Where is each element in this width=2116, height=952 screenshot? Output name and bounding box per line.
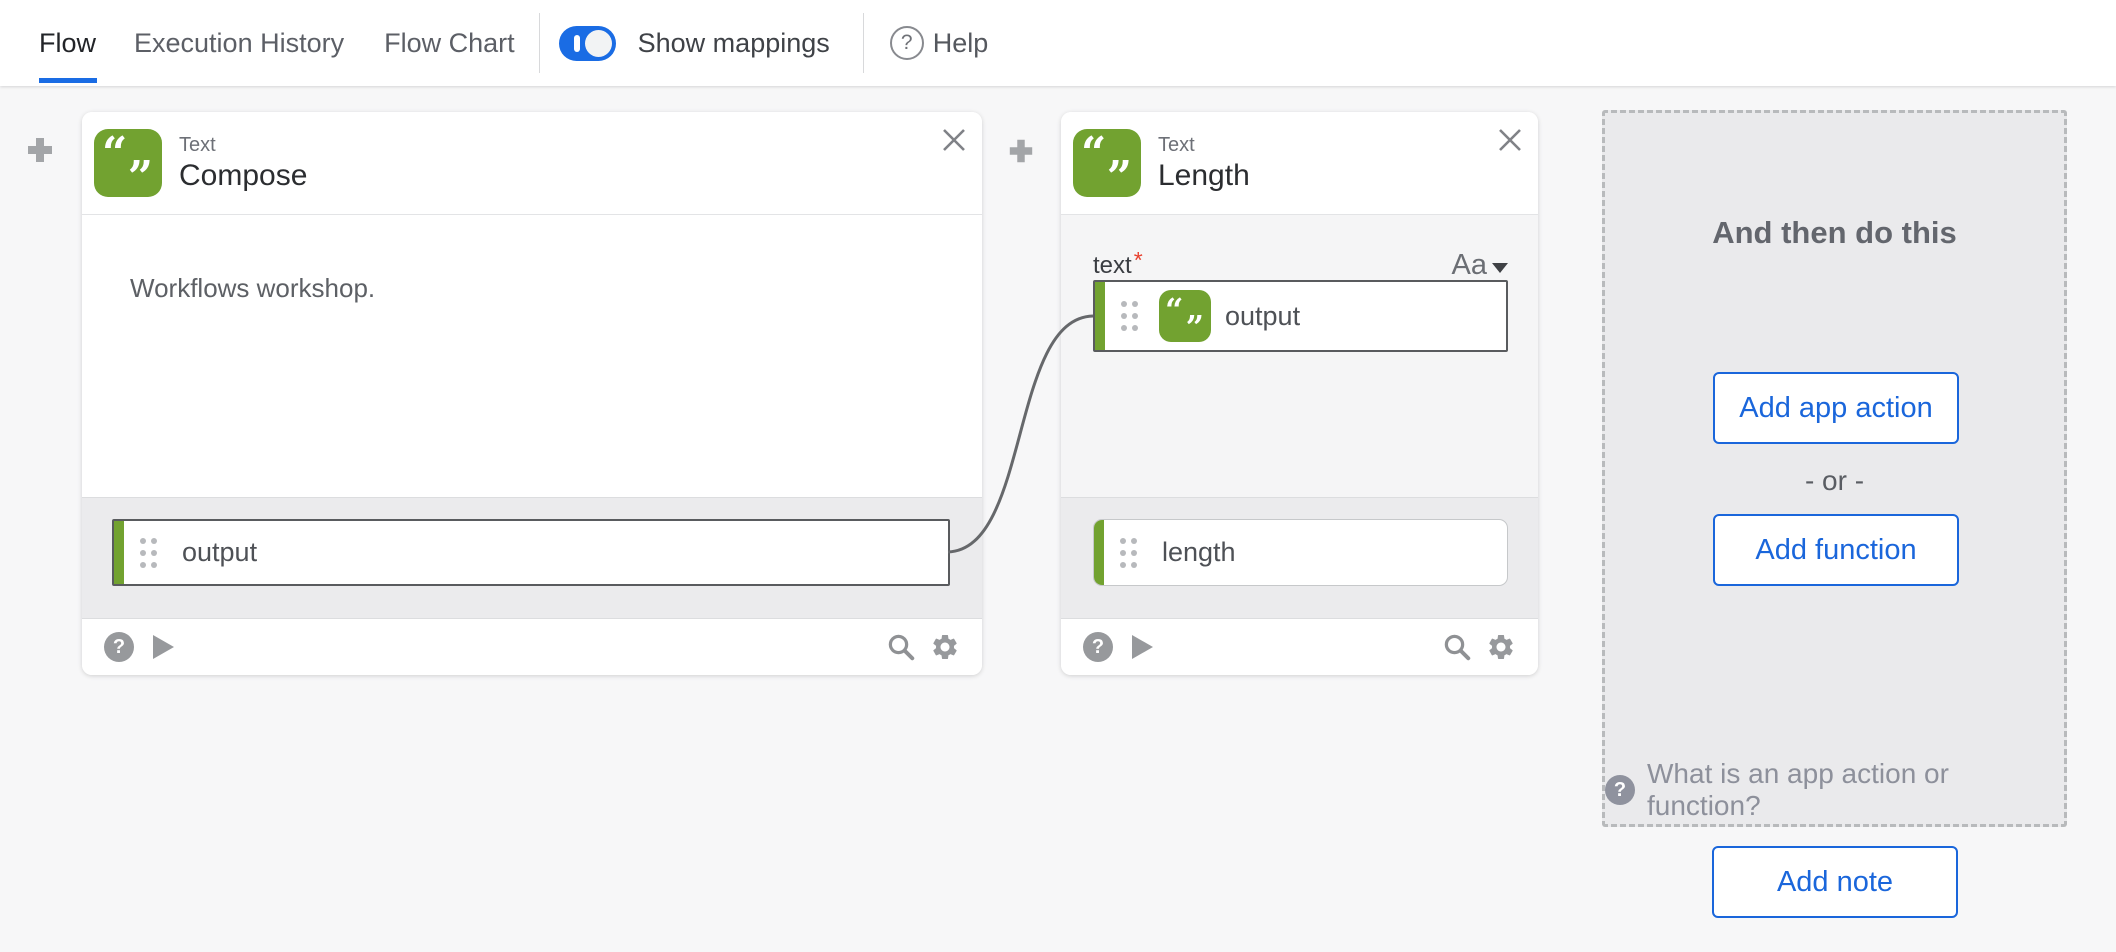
card-header: “ ” Text Length xyxy=(1061,112,1538,215)
top-toolbar: Flow Execution History Flow Chart Show m… xyxy=(0,0,2116,86)
search-icon[interactable] xyxy=(886,632,916,662)
drag-handle-icon[interactable] xyxy=(1118,536,1140,570)
toggle-on-bar-icon xyxy=(573,34,580,52)
mapped-variable-label: output xyxy=(1225,300,1301,331)
output-pill-label: length xyxy=(1162,537,1236,567)
show-mappings-label: Show mappings xyxy=(637,27,830,58)
drag-handle-icon[interactable] xyxy=(1119,299,1141,333)
insert-step-button[interactable] xyxy=(25,135,55,165)
compose-text-value: Workflows workshop. xyxy=(130,273,376,303)
question-icon: ? xyxy=(1605,775,1635,805)
chevron-down-icon xyxy=(1492,262,1508,273)
gear-icon[interactable] xyxy=(1486,632,1516,662)
drag-handle-icon[interactable] xyxy=(138,536,160,570)
text-app-icon: “ ” xyxy=(1073,128,1141,203)
quote-open-icon: “ xyxy=(1165,291,1184,329)
flow-canvas: “ ” Text Compose Workflows workshop. xyxy=(0,86,2116,952)
toolbar-divider xyxy=(538,13,540,73)
run-step-icon[interactable] xyxy=(1129,633,1155,661)
output-pill-label: output xyxy=(182,537,258,567)
quote-close-icon: ” xyxy=(127,152,153,203)
step-help-icon[interactable]: ? xyxy=(1083,632,1113,662)
field-label: text xyxy=(1093,251,1132,279)
help-icon: ? xyxy=(889,26,924,60)
toolbar-divider xyxy=(862,13,864,73)
insert-step-button[interactable] xyxy=(1007,137,1037,167)
quote-close-icon: ” xyxy=(1106,152,1132,203)
add-function-button[interactable]: Add function xyxy=(1713,514,1959,586)
field-label-row: text * Aa xyxy=(1093,247,1508,282)
panel-heading: And then do this xyxy=(1712,215,1957,250)
card-footer: ? xyxy=(1061,618,1538,675)
output-section: output xyxy=(82,497,982,618)
output-pill-compose[interactable]: output xyxy=(112,519,950,586)
close-icon[interactable] xyxy=(1494,124,1526,156)
format-dropdown[interactable]: Aa xyxy=(1452,249,1508,282)
card-body: text * Aa “ ” xyxy=(1061,215,1538,497)
active-tab-underline xyxy=(39,78,97,83)
pill-color-bar xyxy=(114,521,124,584)
tab-flow[interactable]: Flow xyxy=(39,27,97,58)
close-icon[interactable] xyxy=(938,124,970,156)
step-card-length: “ ” Text Length text * Aa xyxy=(1061,112,1538,675)
gear-icon[interactable] xyxy=(930,632,960,662)
plus-icon xyxy=(28,138,52,162)
next-step-placeholder-panel: And then do this Add app action - or - A… xyxy=(1602,110,2067,827)
pill-color-bar xyxy=(1094,520,1104,585)
app-name-label: Text xyxy=(1158,133,1195,156)
mapped-variable-chip-icon: “ ” xyxy=(1159,290,1211,346)
output-section: length xyxy=(1061,497,1538,618)
text-input-field[interactable]: “ ” output xyxy=(1093,280,1508,352)
hint-text: What is an app action or function? xyxy=(1647,758,1949,821)
toggle-knob[interactable] xyxy=(584,29,612,57)
plus-icon xyxy=(1009,139,1033,163)
quote-open-icon: “ xyxy=(1081,128,1107,179)
help-button[interactable]: ? Help xyxy=(889,26,989,60)
action-name-label: Compose xyxy=(179,158,308,192)
card-footer: ? xyxy=(82,618,982,675)
quote-open-icon: “ xyxy=(102,128,128,179)
show-mappings-toggle[interactable] xyxy=(558,25,616,61)
required-asterisk: * xyxy=(1133,247,1143,273)
help-label: Help xyxy=(932,27,989,58)
output-pill-length[interactable]: length xyxy=(1093,519,1508,586)
card-body[interactable]: Workflows workshop. xyxy=(82,215,982,497)
card-titles: Text Length xyxy=(1158,134,1250,193)
quote-close-icon: ” xyxy=(1185,308,1204,346)
run-step-icon[interactable] xyxy=(150,633,176,661)
format-aa-label: Aa xyxy=(1451,249,1487,281)
pill-color-bar xyxy=(1095,282,1105,350)
action-name-label: Length xyxy=(1158,158,1250,192)
add-app-action-button[interactable]: Add app action xyxy=(1713,372,1959,444)
or-separator: - or - xyxy=(1804,465,1865,496)
card-titles: Text Compose xyxy=(179,134,307,193)
app-name-label: Text xyxy=(179,133,216,156)
panel-hint-link[interactable]: ? What is an app action or function? xyxy=(1605,758,2064,822)
add-note-button[interactable]: Add note xyxy=(1712,846,1958,918)
search-icon[interactable] xyxy=(1442,632,1472,662)
step-card-compose: “ ” Text Compose Workflows workshop. xyxy=(82,112,982,675)
tab-execution-history[interactable]: Execution History xyxy=(134,27,345,58)
text-app-icon: “ ” xyxy=(94,128,162,203)
card-header: “ ” Text Compose xyxy=(82,112,982,215)
step-help-icon[interactable]: ? xyxy=(104,632,134,662)
tab-flow-chart[interactable]: Flow Chart xyxy=(384,27,515,58)
